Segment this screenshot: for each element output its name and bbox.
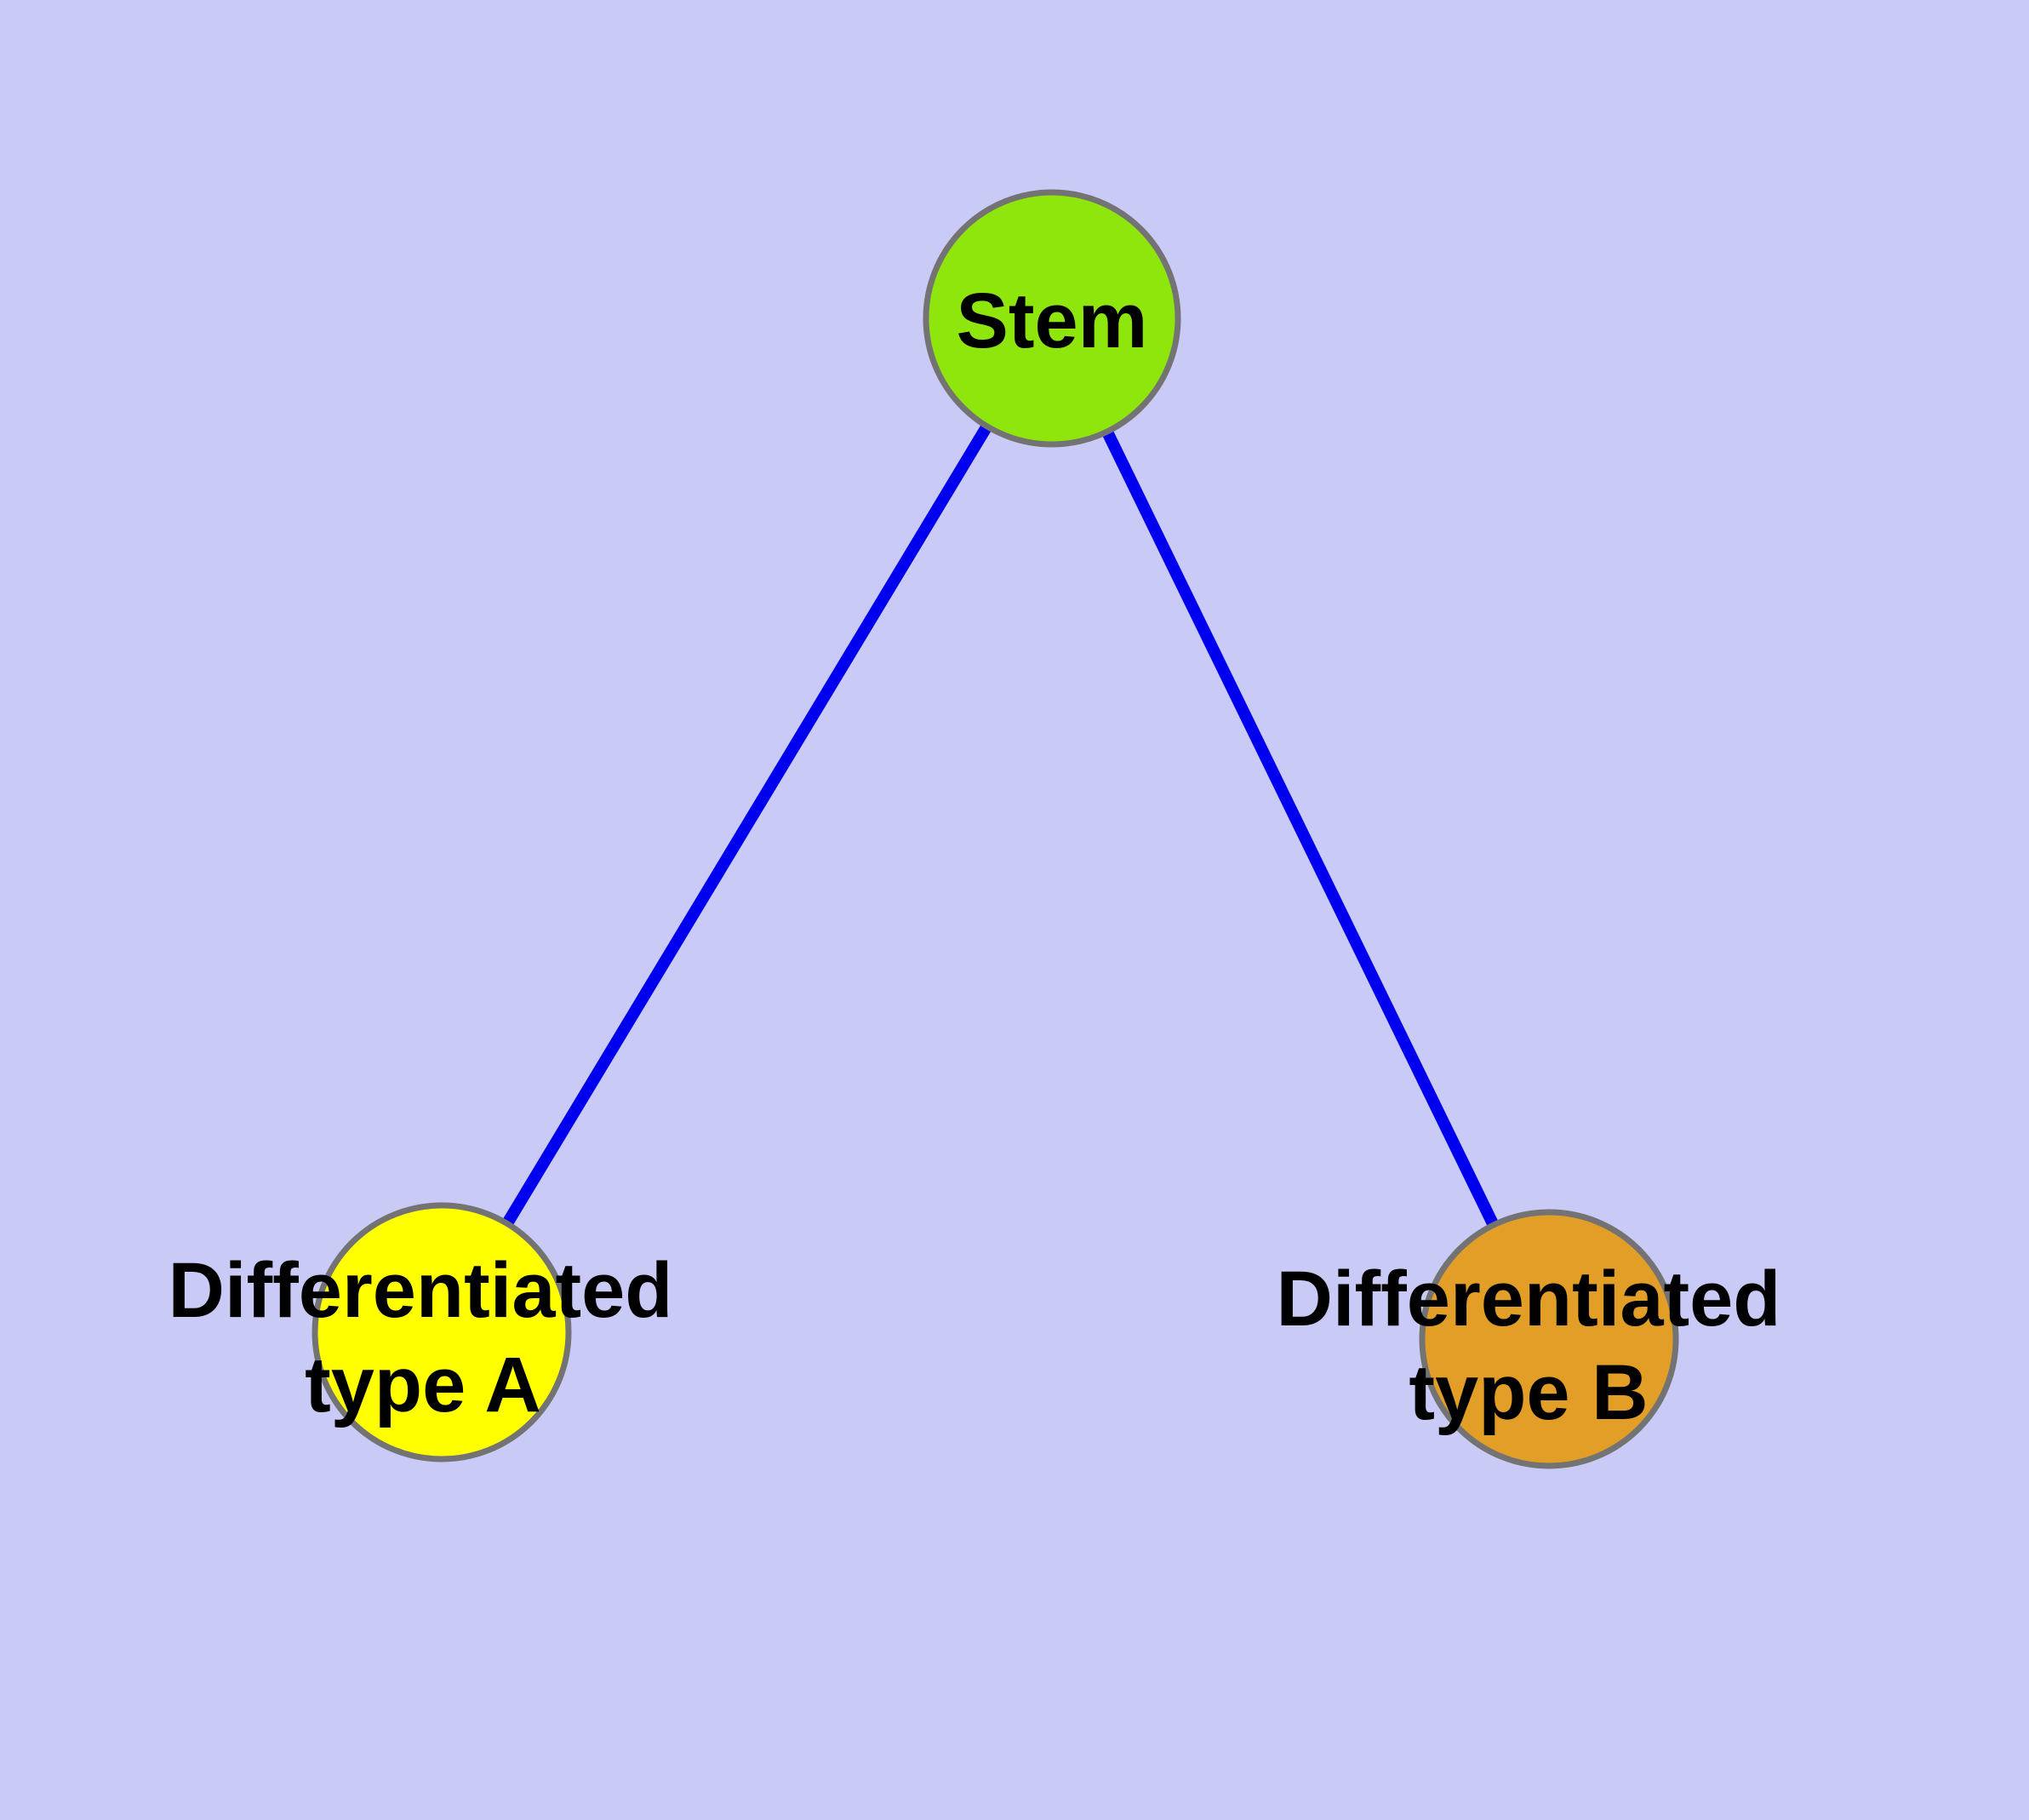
node-type-b-label-line2: type B [1409, 1349, 1648, 1436]
node-type-a-label-line1: Differentiated [169, 1247, 673, 1334]
node-type-a-label-line2: type A [305, 1342, 541, 1428]
node-type-b-label-line1: Differentiated [1277, 1256, 1781, 1342]
node-stem [923, 189, 1181, 448]
node-differentiated-type-b [1419, 1209, 1679, 1469]
edge-stem-to-type-a [437, 315, 1057, 1336]
node-stem-label: Stem [957, 278, 1148, 364]
edge-stem-to-type-b [1046, 315, 1555, 1342]
node-differentiated-type-a [311, 1202, 572, 1462]
